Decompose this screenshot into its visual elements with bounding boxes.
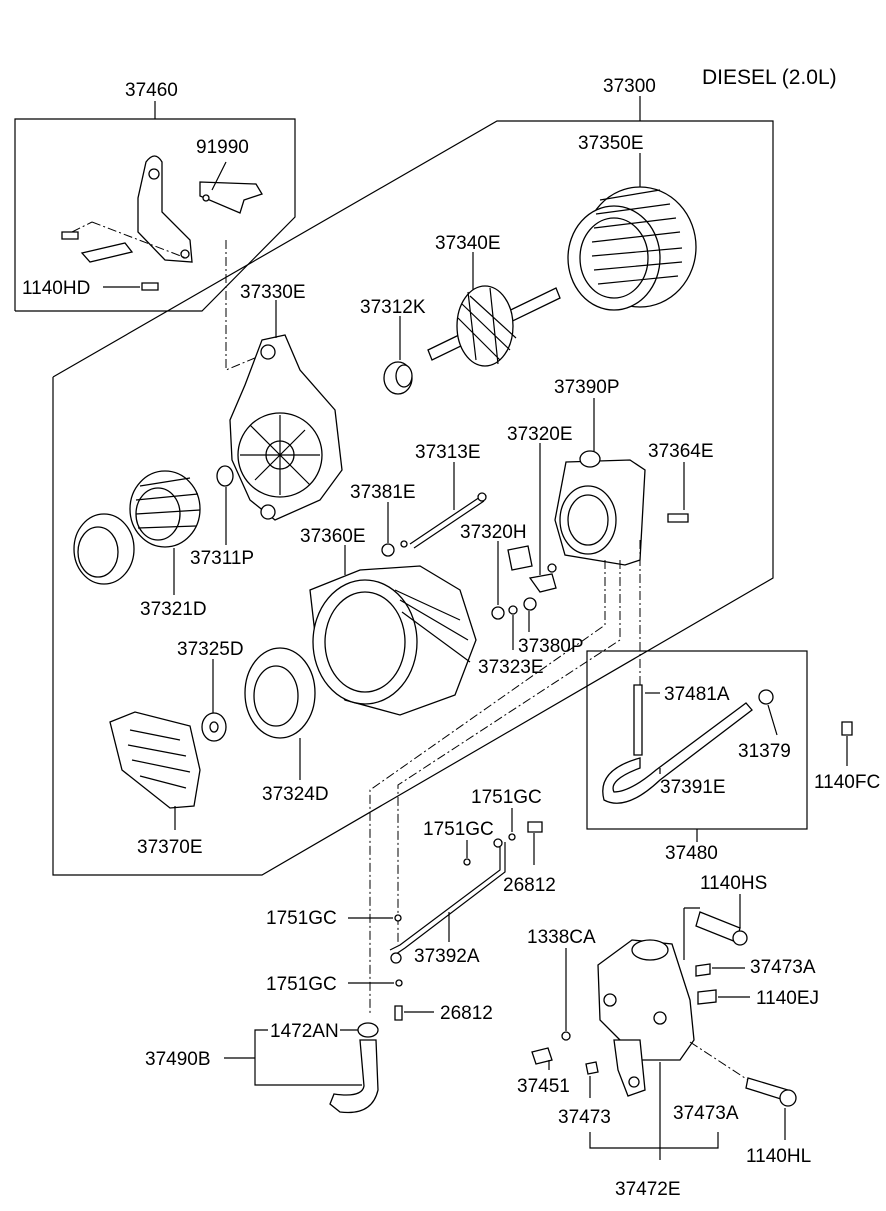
label-37330E: 37330E <box>240 282 306 303</box>
label-37312K: 37312K <box>360 297 426 318</box>
label-37323E: 37323E <box>478 657 544 678</box>
label-1140HD: 1140HD <box>22 278 90 299</box>
label-37472E: 37472E <box>615 1179 681 1200</box>
label-37392A: 37392A <box>414 946 480 967</box>
label-37364E: 37364E <box>648 441 714 462</box>
part-37321D <box>73 470 201 595</box>
part-37320E <box>528 443 557 593</box>
label-37311P: 37311P <box>190 548 254 569</box>
label-37473: 37473 <box>558 1107 611 1128</box>
label-91990: 91990 <box>196 137 249 158</box>
label-1140HS: 1140HS <box>700 873 767 894</box>
part-37370E <box>109 711 201 830</box>
label-37473A-a: 37473A <box>750 957 816 978</box>
part-37340E <box>427 252 561 367</box>
part-37360E <box>309 545 477 716</box>
label-1140FC: 1140FC <box>814 772 880 793</box>
part-37490B <box>224 1022 379 1114</box>
part-37311P <box>216 465 234 545</box>
label-37490B: 37490B <box>145 1049 211 1070</box>
pipe-37392A <box>389 838 506 964</box>
part-37330E <box>229 300 343 521</box>
part-37324D <box>244 647 316 780</box>
label-37481A: 37481A <box>664 684 730 705</box>
part-26812 <box>394 821 543 1021</box>
label-37391E: 37391E <box>660 777 726 798</box>
part-37364E <box>667 462 689 523</box>
part-37325D <box>201 659 227 742</box>
part-1140FC <box>841 721 853 766</box>
part-37312K <box>383 316 413 395</box>
label-37320H: 37320H <box>460 522 527 543</box>
label-37381E: 37381E <box>350 482 416 503</box>
part-37313E <box>409 462 487 549</box>
part-1751GC-group <box>348 808 516 987</box>
label-1751GC-d: 1751GC <box>266 974 337 995</box>
label-1140HL: 1140HL <box>746 1146 811 1167</box>
diagram-title: DIESEL (2.0L) <box>702 66 837 89</box>
label-26812-b: 26812 <box>440 1003 493 1024</box>
label-37340E: 37340E <box>435 233 501 254</box>
label-1338CA: 1338CA <box>527 927 596 948</box>
label-37360E: 37360E <box>300 526 366 547</box>
part-37323E <box>508 605 518 650</box>
bracket-37472E <box>531 894 797 1160</box>
label-1751GC-c: 1751GC <box>266 908 337 929</box>
label-37451: 37451 <box>517 1076 570 1097</box>
label-37324D: 37324D <box>262 784 329 805</box>
part-37380P <box>523 597 537 632</box>
label-37321D: 37321D <box>140 599 207 620</box>
label-37300: 37300 <box>603 76 656 97</box>
label-1140EJ: 1140EJ <box>756 988 819 1009</box>
label-1472AN: 1472AN <box>270 1021 339 1042</box>
label-1751GC-b: 1751GC <box>423 819 494 840</box>
label-37380P: 37380P <box>518 636 584 657</box>
label-37473A-b: 37473A <box>673 1103 739 1124</box>
label-37390P: 37390P <box>554 377 620 398</box>
label-37350E: 37350E <box>578 133 644 154</box>
part-37350E <box>567 153 697 311</box>
label-1751GC-a: 1751GC <box>471 787 542 808</box>
label-37320E: 37320E <box>507 424 573 445</box>
part-37381E <box>381 502 408 557</box>
label-31379: 31379 <box>738 741 791 762</box>
part-37320H <box>491 541 533 620</box>
hose-group-37480 <box>586 650 808 842</box>
label-37313E: 37313E <box>415 442 481 463</box>
bracket-group-37460 <box>14 101 296 312</box>
label-37325D: 37325D <box>177 639 244 660</box>
label-26812-a: 26812 <box>503 875 556 896</box>
label-37480: 37480 <box>665 843 718 864</box>
label-37370E: 37370E <box>137 837 203 858</box>
label-37460: 37460 <box>125 80 178 101</box>
part-37390P <box>554 398 646 566</box>
alternator-assembly-37300 <box>52 96 774 876</box>
